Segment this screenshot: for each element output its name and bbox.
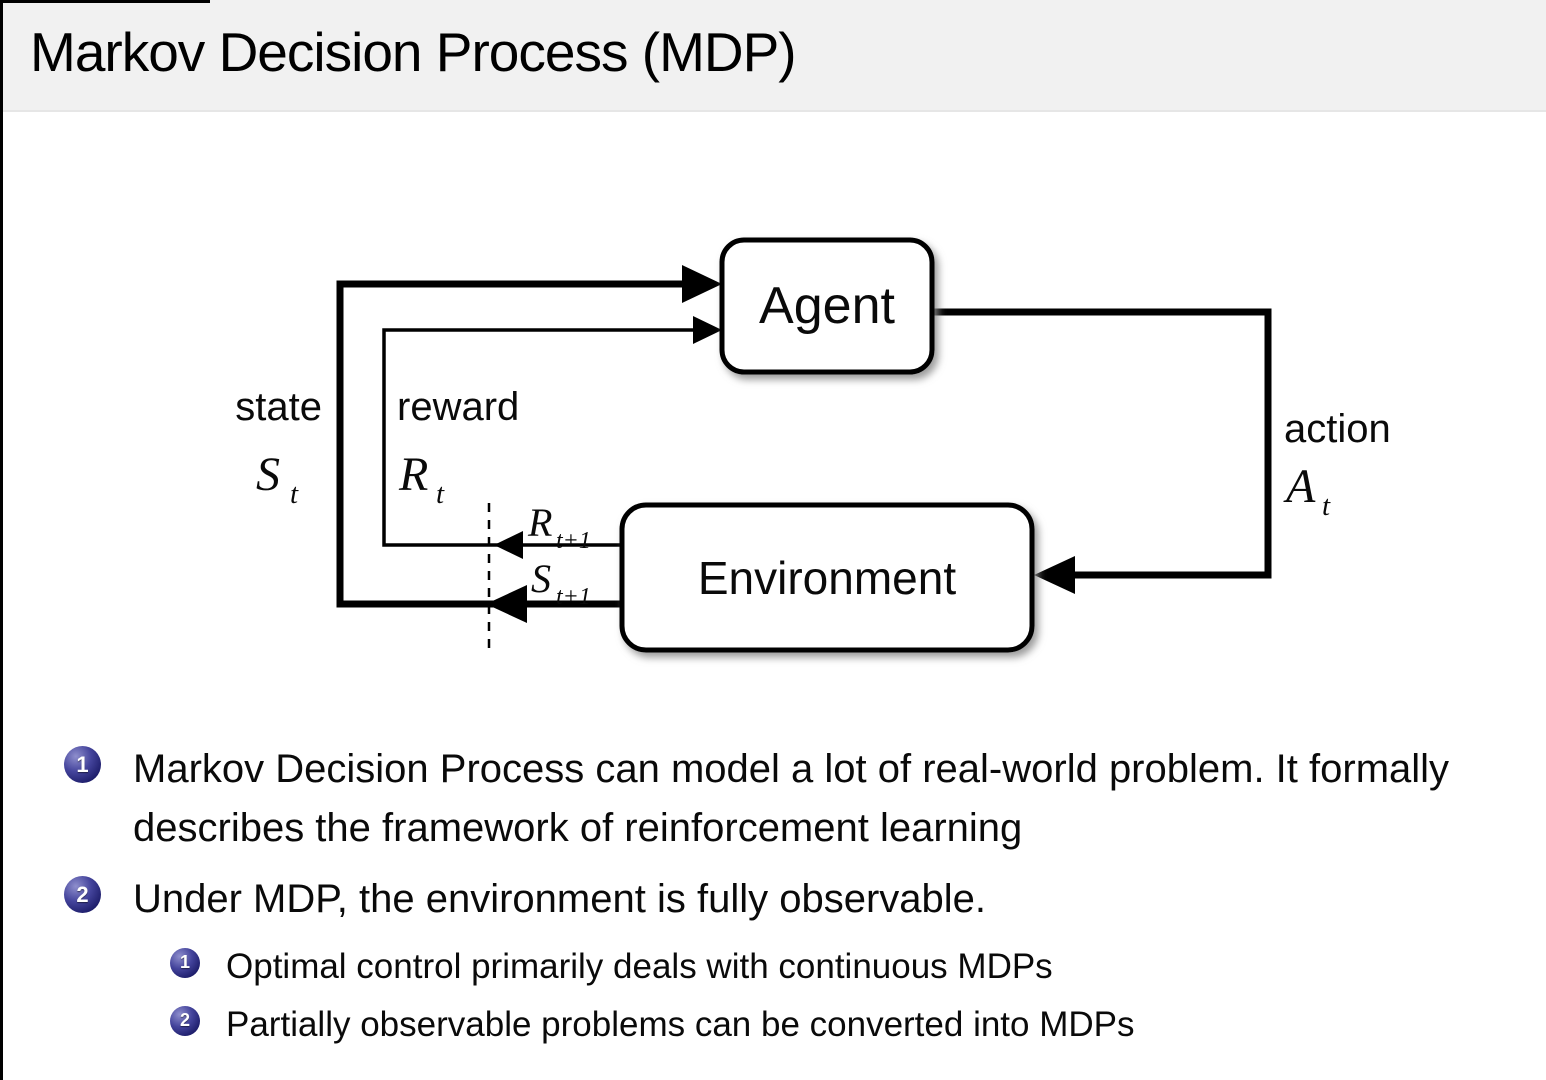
state-arrowhead (682, 265, 722, 303)
page-title: Markov Decision Process (MDP) (30, 21, 797, 83)
bullet-number: 2 (76, 881, 89, 907)
window-edge-top (0, 0, 210, 3)
environment-box (619, 502, 1035, 653)
list-item: 1 Markov Decision Process can model a lo… (64, 740, 1504, 858)
next-state-arrowhead (486, 585, 527, 623)
list-item: 2 Partially observable problems can be c… (170, 998, 1470, 1052)
sub-bullet-text: Optimal control primarily deals with con… (226, 946, 1053, 986)
bullet-list: 1 Markov Decision Process can model a lo… (64, 740, 1504, 1052)
next-state-subscript: t+1 (556, 584, 591, 610)
sub-bullet-list: 1 Optimal control primarily deals with c… (170, 940, 1470, 1053)
action-label: action (1284, 407, 1391, 451)
sub-bullet-text: Partially observable problems can be con… (226, 1004, 1135, 1044)
action-subscript: t (1322, 490, 1331, 522)
next-reward-symbol: R (527, 500, 552, 545)
next-reward-subscript: t+1 (556, 528, 591, 554)
sub-bullet-ball-1: 1 (170, 947, 200, 978)
bullet-number: 2 (179, 1010, 190, 1031)
window-edge-left (0, 0, 3, 1080)
bullet-number: 1 (179, 952, 190, 973)
next-state-symbol: S (531, 556, 551, 601)
bullet-text: Markov Decision Process can model a lot … (133, 747, 1450, 851)
title-bar: Markov Decision Process (MDP) (0, 0, 1546, 112)
bullet-number: 1 (76, 751, 89, 777)
list-item: 2 Under MDP, the environment is fully ob… (64, 870, 1504, 929)
environment-label: Environment (698, 552, 956, 604)
agent-label: Agent (759, 277, 895, 335)
bullet-ball-1: 1 (64, 746, 101, 783)
next-reward-arrowhead (494, 531, 523, 559)
list-item: 1 Optimal control primarily deals with c… (170, 940, 1470, 994)
agent-box (719, 237, 935, 375)
action-symbol: A (1283, 460, 1316, 513)
reward-arrowhead (693, 316, 722, 344)
state-symbol: S (256, 448, 280, 501)
reward-symbol: R (398, 448, 428, 501)
state-label: state (235, 385, 322, 429)
reward-subscript: t (436, 478, 445, 510)
action-loop-line (922, 308, 1272, 579)
action-arrowhead (1034, 556, 1075, 594)
state-subscript: t (290, 478, 299, 510)
sub-bullet-ball-2: 2 (170, 1005, 200, 1036)
reward-label: reward (397, 385, 519, 429)
bullet-text: Under MDP, the environment is fully obse… (133, 877, 987, 922)
bullet-ball-2: 2 (64, 876, 101, 914)
